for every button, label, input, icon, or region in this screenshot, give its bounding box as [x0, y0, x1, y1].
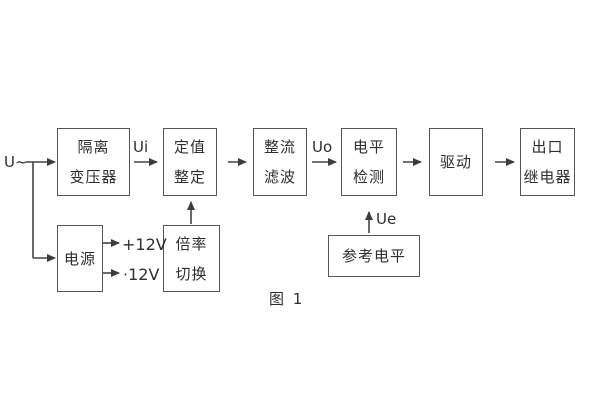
block-setting-line1: 定值 [173, 138, 206, 156]
power-minus12v-label: ·12V [123, 265, 160, 284]
block-output-relay-line1: 出口 [531, 138, 564, 156]
block-reference-level: 参考电平 [328, 235, 420, 277]
block-rectifier-filter-line2: 滤波 [263, 168, 296, 186]
block-level-detection-line2: 检测 [352, 168, 385, 186]
block-drive: 驱动 [429, 128, 483, 196]
block-multiplier-switch: 倍率 切换 [163, 225, 220, 292]
block-level-detection: 电平 检测 [341, 128, 397, 196]
block-isolation-transformer-line2: 变压器 [69, 168, 118, 186]
signal-ue-label: Ue [376, 210, 397, 228]
block-isolation-transformer: 隔离 变压器 [57, 128, 130, 196]
signal-ui-label: Ui [133, 138, 149, 156]
block-rectifier-filter: 整流 滤波 [253, 128, 307, 196]
block-multiplier-switch-line2: 切换 [175, 264, 208, 283]
block-power: 电源 [57, 225, 103, 292]
block-output-relay: 出口 继电器 [520, 128, 575, 196]
block-output-relay-line2: 继电器 [523, 168, 572, 186]
block-reference-level-line1: 参考电平 [341, 247, 406, 265]
figure-caption: 图 1 [269, 290, 305, 308]
input-voltage-label: U~ [4, 153, 28, 171]
connector-input-trunk [26, 161, 34, 258]
block-level-detection-line1: 电平 [352, 138, 385, 156]
power-plus12v-label: +12V [122, 235, 167, 254]
signal-uo-label: Uo [312, 138, 333, 156]
block-multiplier-switch-line1: 倍率 [175, 234, 208, 253]
block-isolation-transformer-line1: 隔离 [77, 138, 110, 156]
block-setting: 定值 整定 [163, 128, 217, 196]
block-setting-line2: 整定 [173, 168, 206, 186]
block-drive-line1: 驱动 [439, 153, 472, 171]
block-power-line1: 电源 [63, 249, 96, 268]
block-rectifier-filter-line1: 整流 [263, 138, 296, 156]
